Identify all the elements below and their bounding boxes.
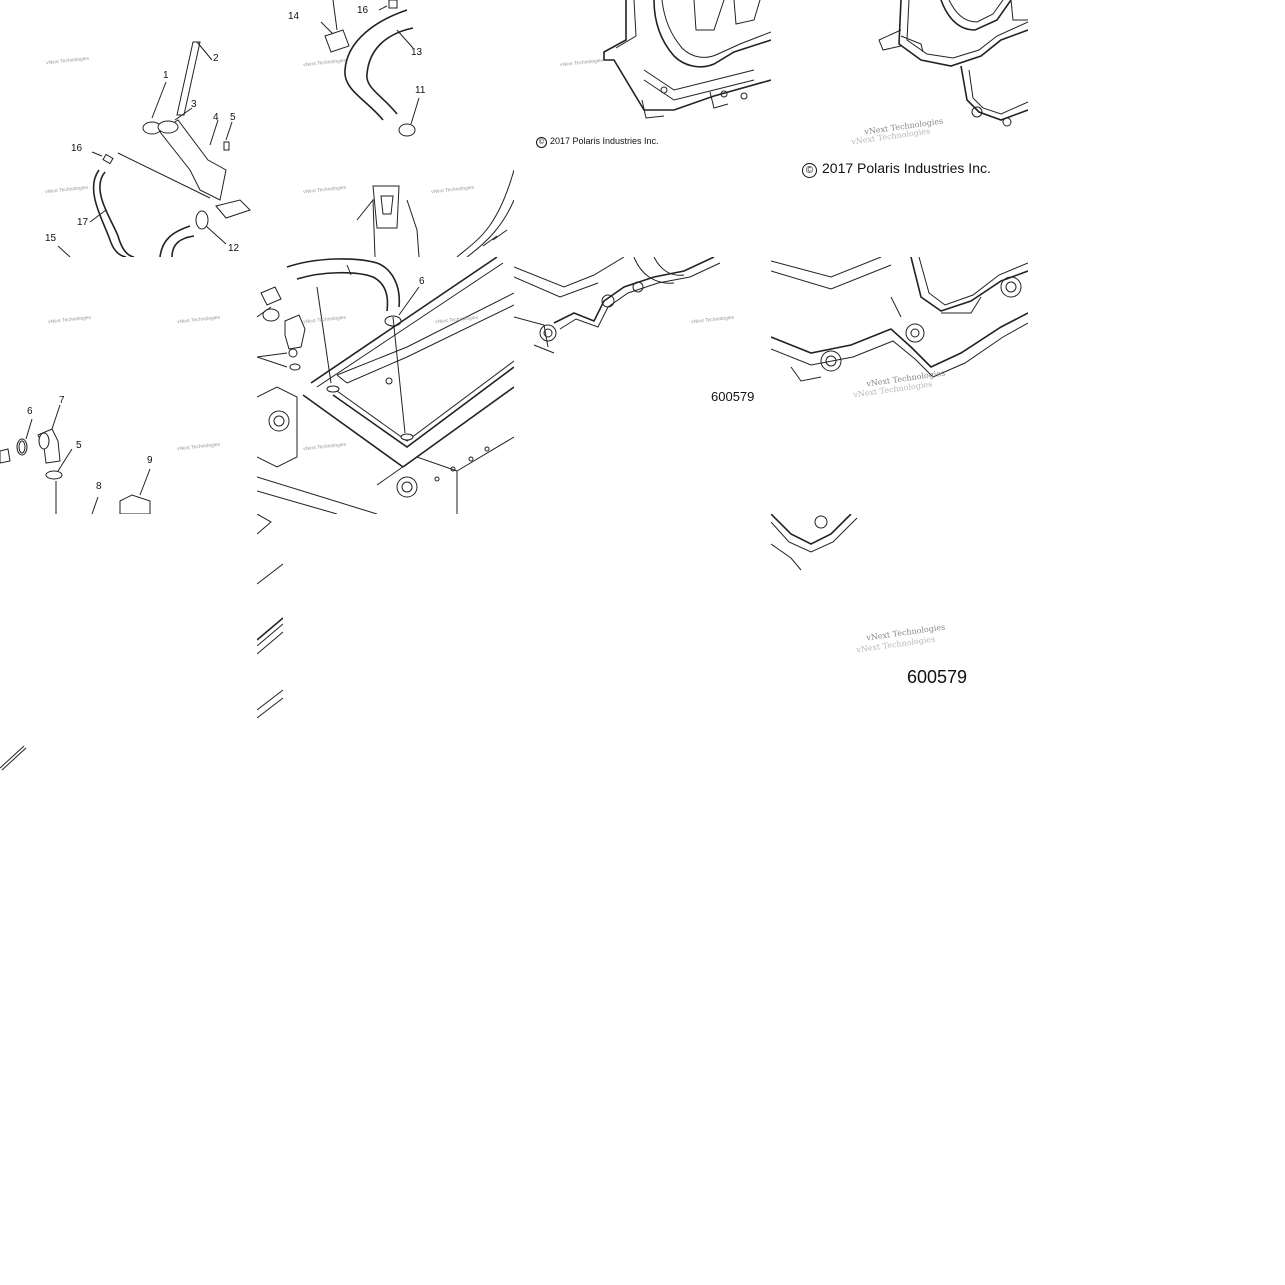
copyright-notice: ©2017 Polaris Industries Inc. bbox=[536, 136, 659, 148]
callout-6: 6 bbox=[27, 406, 33, 417]
callout-17: 17 bbox=[77, 217, 89, 228]
callout-16: 16 bbox=[357, 5, 369, 16]
callout-5: 5 bbox=[76, 440, 82, 451]
diagram-tile-chassis-rear: vNext Technologies 600579 bbox=[514, 257, 771, 514]
thermostat-drawing bbox=[0, 404, 151, 514]
copyright-symbol: © bbox=[802, 163, 817, 178]
callout-9: 9 bbox=[147, 455, 153, 466]
diagram-tile-chassis-zoom: vNext Technologies vNext Technologies ©2… bbox=[771, 0, 1028, 257]
corner-zoom-drawing bbox=[771, 514, 858, 571]
copyright-symbol: © bbox=[536, 137, 547, 148]
diagram-tile-corner-zoom bbox=[771, 514, 871, 576]
callout-5: 5 bbox=[230, 112, 236, 123]
copyright-notice: © 2017 Polaris Industries Inc. bbox=[802, 160, 991, 178]
callout-12: 12 bbox=[228, 243, 240, 254]
diagram-tile-thermostat: 6 7 5 9 8 vNext Technologies vNext Techn… bbox=[0, 257, 257, 514]
callout-4: 4 bbox=[213, 112, 219, 123]
callout-11: 11 bbox=[415, 85, 426, 96]
diagram-tile-chassis-front: 12 10 vNext Technologies ©2017 Polaris I… bbox=[514, 0, 771, 257]
chassis-rear-zoom-drawing bbox=[771, 257, 1028, 382]
callout-14: 14 bbox=[288, 11, 300, 22]
chassis-zoom-drawing bbox=[878, 0, 1028, 127]
diagram-tile-heat-exchanger: 6 vNext Technologies vNext Technologies … bbox=[257, 257, 514, 514]
copyright-text: 2017 Polaris Industries Inc. bbox=[822, 160, 991, 176]
heat-exchanger-drawing bbox=[257, 257, 514, 514]
copyright-text: 2017 Polaris Industries Inc. bbox=[550, 136, 659, 146]
callout-6: 6 bbox=[419, 276, 425, 287]
callout-7: 7 bbox=[59, 395, 65, 406]
callout-2: 2 bbox=[213, 53, 219, 64]
figure-number: 600579 bbox=[907, 667, 968, 687]
diagram-tile-coolant-cap: 1 2 3 4 5 16 17 15 12 vNext Technologies… bbox=[0, 0, 257, 257]
callout-13: 13 bbox=[411, 47, 423, 58]
chassis-rear-drawing bbox=[514, 257, 721, 354]
diagram-tile-upper-hose: 14 16 13 11 vNext Technologies vNext Tec… bbox=[257, 0, 514, 257]
coolant-cap-drawing bbox=[57, 41, 251, 257]
figure-number: 600579 bbox=[711, 389, 755, 404]
edge-strip-drawing bbox=[257, 514, 283, 719]
diagram-tile-chassis-rear-zoom: vNext Technologies vNext Technologies bbox=[771, 257, 1028, 514]
callout-1: 1 bbox=[163, 70, 169, 81]
diagram-tile-edge-strip bbox=[257, 514, 283, 728]
callout-3: 3 bbox=[191, 99, 197, 110]
callout-8: 8 bbox=[96, 481, 102, 492]
callout-15: 15 bbox=[45, 233, 57, 244]
upper-hose-drawing bbox=[320, 0, 514, 257]
callout-16: 16 bbox=[71, 143, 83, 154]
chassis-front-drawing bbox=[514, 0, 771, 119]
drawing-fragment bbox=[0, 745, 27, 771]
